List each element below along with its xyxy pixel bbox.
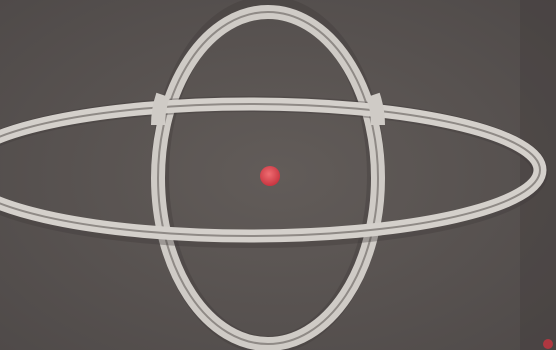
red-speck	[543, 339, 553, 349]
center-dot	[260, 166, 280, 186]
